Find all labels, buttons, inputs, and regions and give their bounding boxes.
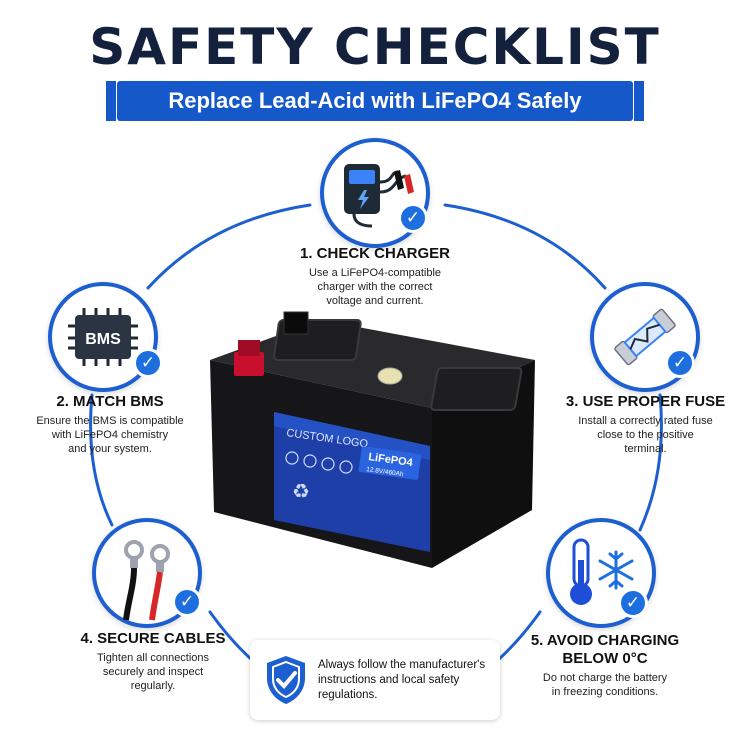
cables-icon: [123, 540, 170, 621]
subtitle-banner: Replace Lead-Acid with LiFePO4 Safely: [106, 81, 644, 121]
subtitle-text: Replace Lead-Acid with LiFePO4 Safely: [168, 88, 582, 113]
check-icon: ✓: [398, 203, 428, 233]
thermometer-snowflake-icon: [570, 538, 634, 605]
check-icon: ✓: [172, 587, 202, 617]
step-heading: 5. AVOID CHARGING BELOW 0°C: [530, 632, 680, 667]
check-icon: ✓: [618, 588, 648, 618]
step-description: Install a correctly rated fuse close to …: [578, 415, 713, 455]
step-heading: 1. CHECK CHARGER: [299, 245, 450, 262]
step-use-proper-fuse: 3. USE PROPER FUSE Install a correctly r…: [548, 393, 743, 456]
step-description: Use a LiFePO4-compatible charger with th…: [308, 267, 442, 307]
bms-chip-label: BMS: [85, 331, 121, 348]
step-avoid-charging: 5. AVOID CHARGING BELOW 0°C Do not charg…: [505, 632, 705, 699]
step-heading: 4. SECURE CABLES: [80, 630, 226, 647]
fuse-icon: [614, 308, 676, 366]
charger-icon: [344, 164, 414, 228]
temperature-circle: [546, 518, 656, 628]
snowflake-icon: [598, 550, 634, 590]
safety-note-text: Always follow the manufacturer's instruc…: [318, 659, 486, 701]
recycle-icon: ♻: [292, 479, 310, 503]
step-check-charger: 1. CHECK CHARGER Use a LiFePO4-compatibl…: [265, 245, 485, 308]
bms-chip-icon: BMS: [68, 308, 138, 366]
step-heading: 3. USE PROPER FUSE: [565, 393, 726, 410]
charger-circle: [320, 138, 430, 248]
step-description: Tighten all connections securely and ins…: [96, 652, 210, 692]
step-match-bms: 2. MATCH BMS Ensure the BMS is compatibl…: [15, 393, 205, 456]
step-heading: 2. MATCH BMS: [56, 393, 164, 410]
shield-check-icon: [267, 656, 305, 704]
check-icon: ✓: [133, 348, 163, 378]
safety-note-box: Always follow the manufacturer's instruc…: [250, 640, 500, 720]
battery-image: CUSTOM LOGO LiFePO4 12.8V/460Ah ♻: [210, 311, 535, 568]
cables-circle: [92, 518, 202, 628]
page-title: SAFETY CHECKLIST: [89, 18, 661, 76]
step-description: Do not charge the battery in freezing co…: [542, 672, 668, 698]
step-description: Ensure the BMS is compatible with LiFePO…: [36, 415, 184, 455]
check-icon: ✓: [665, 348, 695, 378]
step-secure-cables: 4. SECURE CABLES Tighten all connections…: [58, 630, 248, 693]
